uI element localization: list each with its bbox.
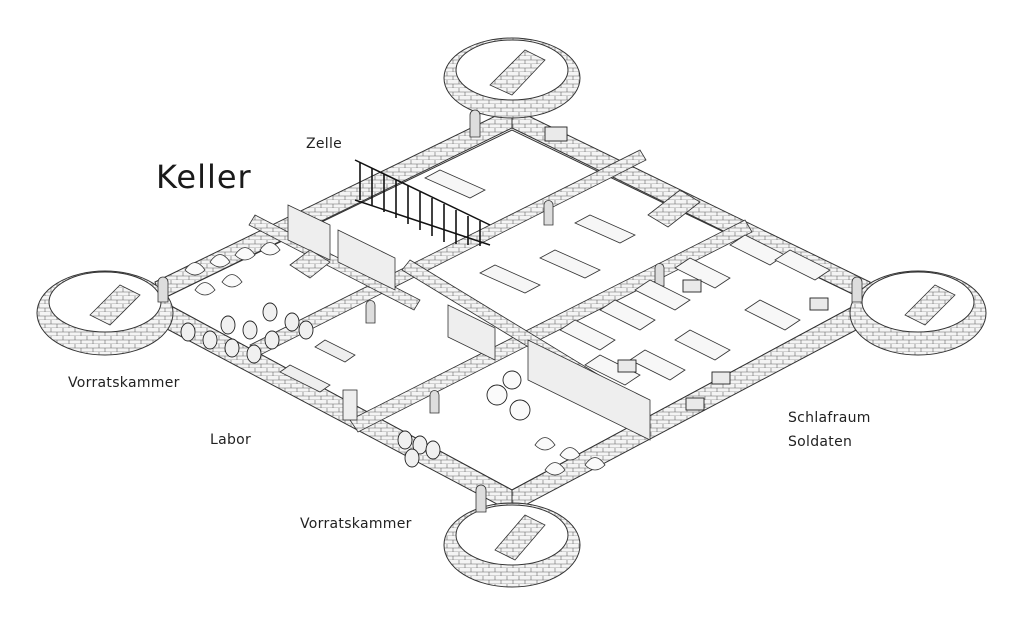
door-icon — [157, 109, 863, 513]
label-labor: Labor — [210, 432, 252, 448]
tower-south — [443, 502, 581, 588]
cell-bars — [354, 159, 491, 246]
label-vorratskammer-south: Vorratskammer — [300, 516, 412, 532]
label-zelle: Zelle — [306, 136, 343, 152]
tower-north — [443, 37, 581, 119]
tower-east — [849, 270, 987, 356]
pot-icon — [486, 370, 531, 421]
stairs-icon — [289, 189, 701, 279]
barrel-icon — [180, 302, 441, 468]
label-soldaten: Soldaten — [788, 434, 853, 450]
shelf-icon — [287, 204, 651, 441]
sack-icon — [184, 242, 606, 476]
chest-icon — [544, 126, 829, 411]
tower-west — [36, 270, 174, 356]
desk-icon — [279, 339, 358, 421]
map-title: Keller — [156, 158, 252, 196]
label-schlafraum: Schlafraum — [788, 410, 871, 426]
label-vorratskammer-west: Vorratskammer — [68, 375, 180, 391]
bed-icon — [559, 234, 831, 386]
table-icon — [424, 169, 636, 294]
wall-inner-se-diag — [349, 219, 753, 433]
